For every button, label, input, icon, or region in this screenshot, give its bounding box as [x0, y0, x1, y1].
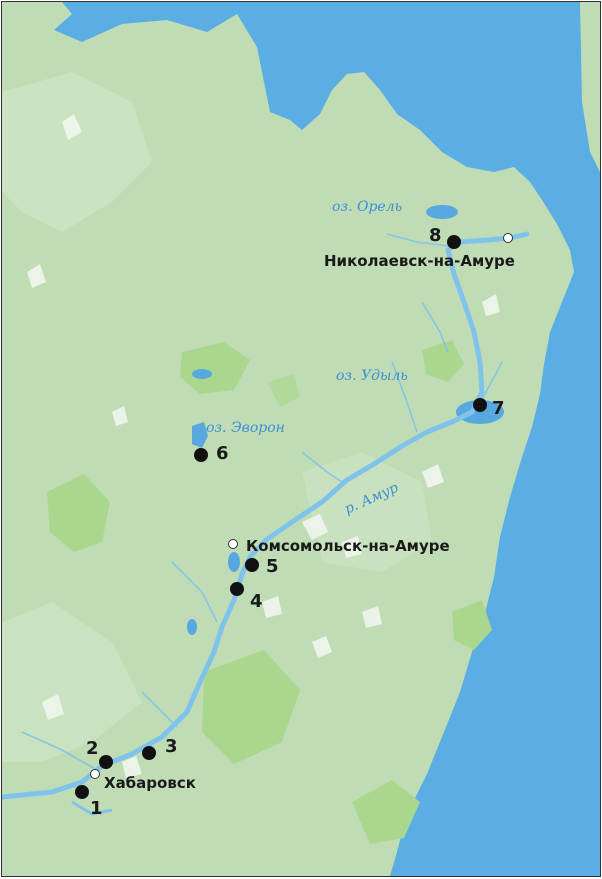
water-label-udyl: оз. Удыль — [336, 368, 408, 384]
site-marker-4[interactable] — [230, 582, 244, 596]
forest-patch-6 — [452, 600, 492, 650]
amur-channel-khabarovsk — [71, 800, 113, 816]
lake-evoron — [192, 422, 208, 448]
site-label-1: 1 — [90, 798, 103, 819]
site-label-6: 6 — [216, 443, 229, 464]
city-label-nikolaevsk: Николаевск-на-Амуре — [324, 252, 515, 270]
island-north — [172, 84, 254, 142]
mainland — [2, 2, 574, 876]
site-label-8: 8 — [429, 225, 442, 246]
site-label-2: 2 — [86, 738, 99, 759]
city-dot-khabarovsk — [90, 769, 100, 779]
forest-patch-2 — [180, 342, 250, 394]
land-light-east — [302, 452, 432, 572]
site-label-5: 5 — [266, 556, 279, 577]
site-marker-1[interactable] — [75, 785, 89, 799]
city-label-khabarovsk: Хабаровск — [104, 774, 196, 792]
lake-small-1 — [192, 369, 212, 379]
terrain-specks — [27, 114, 500, 778]
site-marker-7[interactable] — [473, 398, 487, 412]
city-dot-komsomolsk — [228, 539, 238, 549]
lake-small-3 — [187, 619, 197, 635]
amur-river — [2, 231, 530, 800]
forest-patch-5 — [352, 780, 420, 844]
forest-patch-3 — [202, 650, 300, 764]
water-label-evoron: оз. Эворон — [206, 420, 285, 436]
lake-small-2 — [228, 552, 240, 572]
site-label-4: 4 — [250, 591, 263, 612]
land-light-northwest — [2, 72, 152, 232]
site-label-7: 7 — [492, 398, 505, 419]
city-label-komsomolsk: Комсомольск-на-Амуре — [246, 537, 450, 555]
site-marker-6[interactable] — [194, 448, 208, 462]
land-light-southwest — [2, 602, 142, 762]
site-marker-5[interactable] — [245, 558, 259, 572]
water-label-orel: оз. Орель — [332, 199, 402, 215]
forest-patch-4 — [422, 340, 464, 382]
spit-northeast — [332, 100, 370, 162]
lake-orel — [426, 205, 458, 219]
forest-patch-7 — [267, 374, 300, 407]
site-marker-3[interactable] — [142, 746, 156, 760]
site-marker-8[interactable] — [447, 235, 461, 249]
site-label-3: 3 — [165, 736, 178, 757]
site-marker-2[interactable] — [99, 755, 113, 769]
city-dot-nikolaevsk — [503, 233, 513, 243]
forest-patch-1 — [47, 474, 110, 552]
sakhalin-tip — [580, 2, 600, 172]
